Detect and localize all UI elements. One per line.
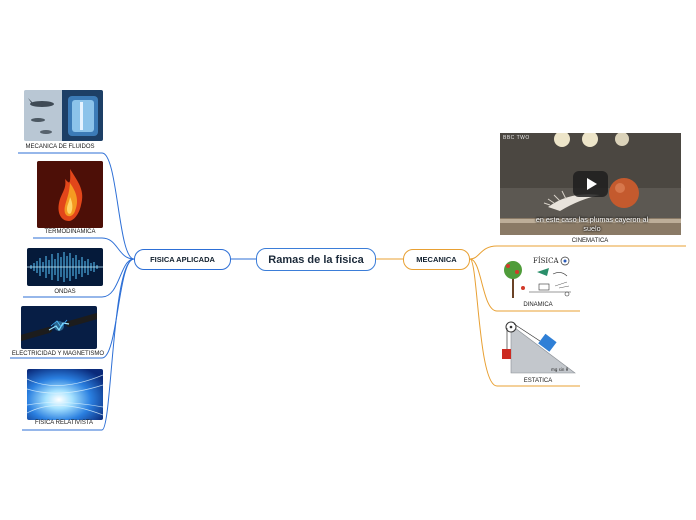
leaf-label-estatica: ESTATICA <box>498 378 578 384</box>
play-icon <box>587 178 597 190</box>
video-caption: en este caso las plumas cayeron al suelo <box>530 215 654 233</box>
channel-logo: BBC TWO <box>503 135 530 141</box>
leaf-label-mecanica-de-fluidos: MECANICA DE FLUIDOS <box>18 144 102 150</box>
branch-mecanica[interactable]: MECANICA <box>403 249 470 270</box>
fluid-mechanics-image[interactable] <box>24 90 103 141</box>
electric-cable-image[interactable] <box>21 306 97 349</box>
leaf-label-ondas: ONDAS <box>23 289 107 295</box>
statics-sketch-label: mg sin θ <box>551 367 569 372</box>
sound-wave-image[interactable] <box>27 248 103 286</box>
leaf-label-fisica-relativista: FISICA RELATIVISTA <box>22 420 106 426</box>
dynamics-sketch-title: FÍSICA <box>533 256 560 265</box>
central-topic[interactable]: Ramas de la fisica <box>256 248 376 271</box>
play-button[interactable] <box>573 171 608 197</box>
leaf-label-electricidad-y-magnetismo: ELECTRICIDAD Y MAGNETISMO <box>10 351 106 357</box>
leaf-label-dinamica: DINAMICA <box>498 302 578 308</box>
branch-mecanica-label: MECANICA <box>416 255 456 264</box>
branch-fisica-aplicada-label: FISICA APLICADA <box>150 255 215 264</box>
fire-image[interactable] <box>37 161 103 228</box>
leaf-label-termodinamica: TERMODINAMICA <box>33 229 107 235</box>
dynamics-sketch-image[interactable]: FÍSICA <box>501 254 576 300</box>
branch-fisica-aplicada[interactable]: FISICA APLICADA <box>134 249 231 270</box>
inclined-plane-diagram[interactable]: mg sin θ <box>501 319 576 375</box>
leaf-label-cinematica: CINEMATICA <box>550 238 630 244</box>
light-tunnel-image[interactable] <box>27 369 103 420</box>
central-topic-label: Ramas de la fisica <box>268 254 363 266</box>
